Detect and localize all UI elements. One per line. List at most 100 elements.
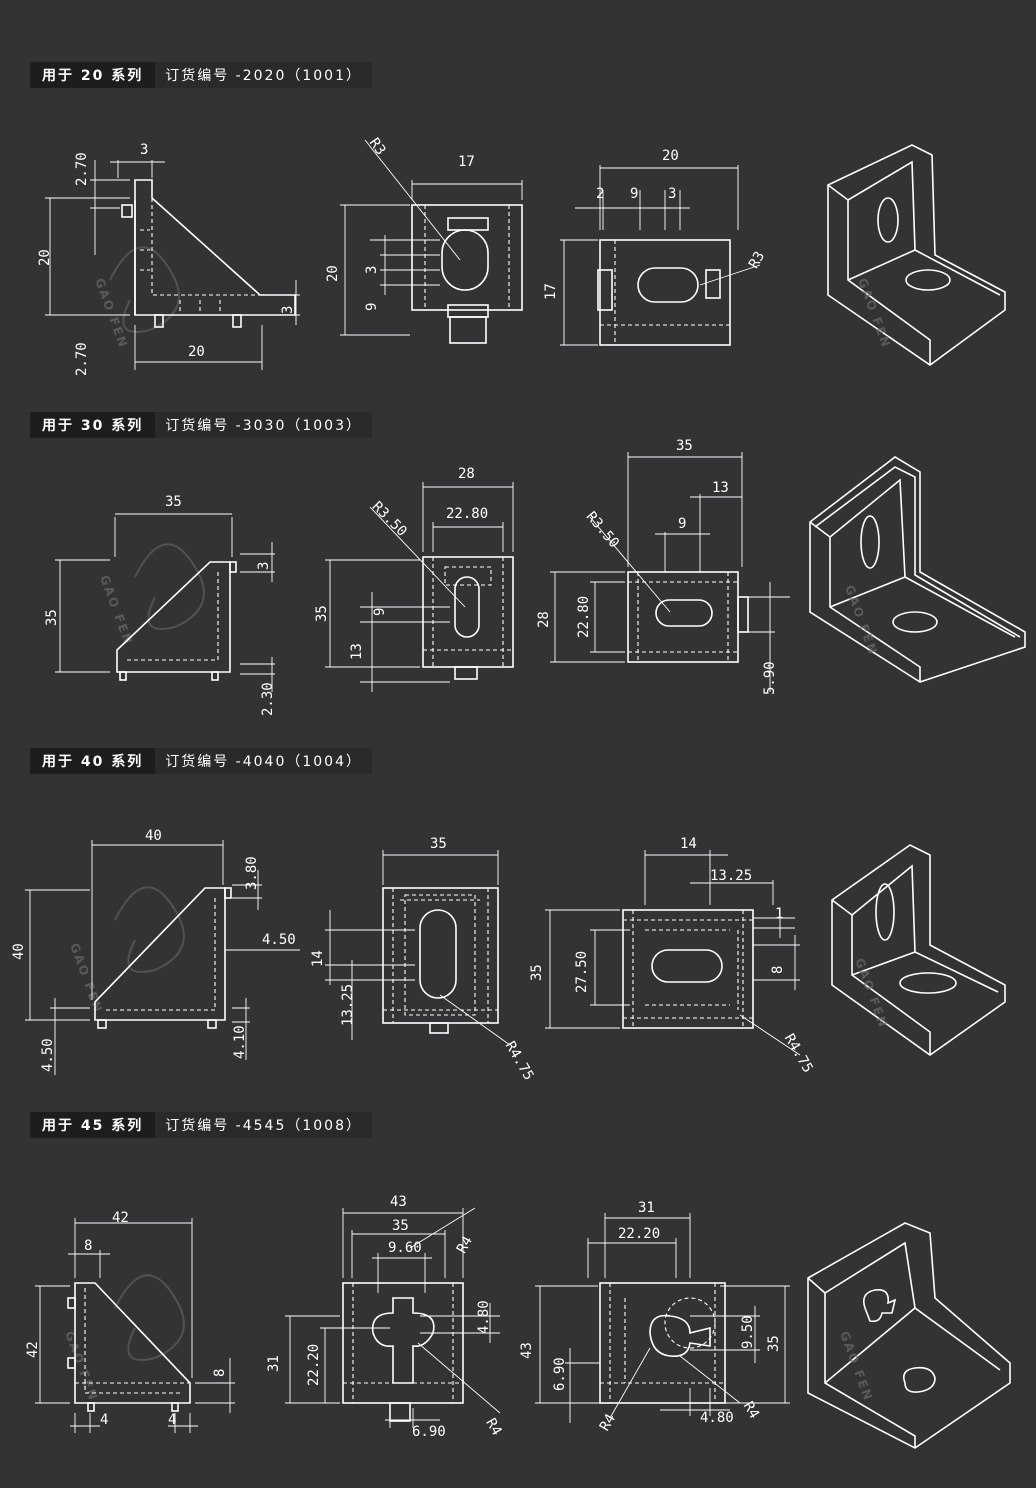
dim-top-a: 2 xyxy=(596,186,604,202)
svg-text:GAO FEN: GAO FEN xyxy=(855,276,893,350)
dim-top-c: 5.90 xyxy=(762,661,778,695)
dim-top-a: 13 xyxy=(712,480,729,496)
dim-front-inner: 22.80 xyxy=(446,506,488,522)
dim-front-r2: R4 xyxy=(482,1416,504,1439)
dim-front-r1: R4 xyxy=(454,1234,476,1257)
dim-side-d: 4 xyxy=(168,1412,176,1428)
isometric-view: GAO FEN xyxy=(809,456,1026,683)
dim-front-h: 31 xyxy=(266,1355,282,1372)
dim-top-inner: 22.80 xyxy=(576,596,592,638)
order-number: 订货编号 -2020（1001） xyxy=(155,62,372,88)
dim-front-b: 13.25 xyxy=(340,984,356,1026)
dim-side-a: 8 xyxy=(84,1238,92,1254)
front-view: 28 22.80 35 R3.50 9 13 xyxy=(314,466,514,692)
dim-top-r2: R4 xyxy=(740,1399,762,1422)
dim-front-c: 22.20 xyxy=(306,1344,322,1386)
dim-top-a: 14 xyxy=(680,836,697,852)
dim-front-inner: 35 xyxy=(392,1218,409,1234)
dim-front-b: 13 xyxy=(349,643,365,660)
dim-front-h: 35 xyxy=(314,605,330,622)
watermark-logo: GAO FEN xyxy=(97,543,205,648)
dim-side-h: 42 xyxy=(25,1341,41,1358)
dim-side-b: 2.30 xyxy=(260,682,276,716)
dim-front-w: 17 xyxy=(458,154,475,170)
dim-side-c: 4 xyxy=(100,1412,108,1428)
dim-top-r: R4.75 xyxy=(781,1031,816,1076)
dim-front-a: 9 xyxy=(372,608,388,616)
watermark-logo: GAO FEN xyxy=(62,1274,185,1404)
dim-front-w: 28 xyxy=(458,466,475,482)
dim-side-a: 3 xyxy=(256,562,272,570)
dim-side-b: 8 xyxy=(212,1369,228,1377)
dim-side-c: 4.50 xyxy=(40,1038,56,1072)
dim-top-h: 43 xyxy=(519,1342,535,1359)
top-view: 14 13.25 1 35 27.50 8 R4.75 xyxy=(529,836,816,1076)
dim-front-r: R3 xyxy=(366,135,389,158)
dim-top-h: 35 xyxy=(529,964,545,981)
svg-text:GAO FEN: GAO FEN xyxy=(97,573,135,647)
top-view: 35 13 9 28 22.80 R3.50 5.90 xyxy=(536,438,790,695)
section-header: 用于 45 系列 订货编号 -4545（1008） xyxy=(30,1112,372,1138)
dim-top-d: 8 xyxy=(770,966,786,974)
dim-front-b: 9 xyxy=(364,303,380,311)
dim-front-d: 6.90 xyxy=(412,1424,446,1440)
top-view: 20 17 2 9 3 R3 xyxy=(543,148,768,346)
svg-text:GAO FEN: GAO FEN xyxy=(837,1329,875,1403)
dim-side-w: 42 xyxy=(112,1210,129,1226)
dim-front-a: 14 xyxy=(310,950,326,967)
front-view: 43 35 9.60 R4 4.80 31 22.20 6.90 R4 xyxy=(266,1194,505,1440)
dim-side-r: 3 xyxy=(280,306,296,314)
dim-top-a: 9.50 xyxy=(740,1315,756,1349)
dim-side-h: 35 xyxy=(44,609,60,626)
dim-top-b: 13.25 xyxy=(710,868,752,884)
dim-side-w: 35 xyxy=(165,494,182,510)
side-view: 3 20 20 2.70 2.70 3 xyxy=(37,142,300,376)
front-view: 17 20 R3 3 9 xyxy=(325,135,523,344)
isometric-view: GAO FEN xyxy=(831,844,1006,1056)
dim-top-c: 3 xyxy=(668,186,676,202)
dim-front-a: 9.60 xyxy=(388,1240,422,1256)
dim-top-w: 20 xyxy=(662,148,679,164)
dim-top-h: 17 xyxy=(543,283,559,300)
section-header: 用于 40 系列 订货编号 -4040（1004） xyxy=(30,748,372,774)
dim-top-r: R3.50 xyxy=(583,509,622,552)
drawing-2020: GAO FEN 3 20 20 2.70 2.70 3 17 20 R3 3 9 xyxy=(37,135,1006,376)
dim-front-r: R4.75 xyxy=(502,1039,537,1084)
dim-side-a: 3.80 xyxy=(244,856,260,890)
series-label: 用于 30 系列 xyxy=(30,412,156,438)
dim-side-h: 40 xyxy=(11,943,27,960)
isometric-view: GAO FEN xyxy=(827,144,1006,366)
watermark-logo: GAO FEN xyxy=(67,886,185,1016)
dim-front-w: 43 xyxy=(390,1194,407,1210)
dim-front-b: 4.80 xyxy=(476,1300,492,1334)
order-number: 订货编号 -3030（1003） xyxy=(155,412,372,438)
dim-side-w: 20 xyxy=(188,344,205,360)
drawing-3030: GAO FEN 35 35 3 2.30 28 22.80 35 R3.50 9… xyxy=(44,438,1026,716)
dim-side-t1: 2.70 xyxy=(74,152,90,186)
dim-front-r: R3.50 xyxy=(369,499,410,540)
drawing-4545: GAO FEN 42 8 42 8 4 4 43 35 9.60 R4 4.80… xyxy=(25,1194,1011,1449)
side-view: 40 40 3.80 4.50 4.50 4.10 xyxy=(11,828,300,1075)
isometric-view: GAO FEN xyxy=(807,1222,1011,1449)
dim-side-w: 40 xyxy=(145,828,162,844)
dim-top-r1: R4 xyxy=(597,1411,619,1434)
side-view: 42 8 42 8 4 4 xyxy=(25,1210,235,1433)
dim-top-h: 28 xyxy=(536,611,552,628)
dim-top-r: R3 xyxy=(746,249,768,272)
dim-front-w: 35 xyxy=(430,836,447,852)
side-view: 35 35 3 2.30 xyxy=(44,494,276,716)
top-view: 31 22.20 43 9.50 35 6.90 4.80 R4 R4 xyxy=(519,1200,790,1434)
dim-side-d: 4.10 xyxy=(232,1025,248,1059)
dim-top-inner: 22.20 xyxy=(618,1226,660,1242)
dim-side-h: 20 xyxy=(37,249,53,266)
series-label: 用于 40 系列 xyxy=(30,748,156,774)
series-label: 用于 20 系列 xyxy=(30,62,156,88)
dim-front-h: 20 xyxy=(325,265,341,282)
order-number: 订货编号 -4545（1008） xyxy=(155,1112,372,1138)
dim-top-w: 35 xyxy=(676,438,693,454)
order-number: 订货编号 -4040（1004） xyxy=(155,748,372,774)
dim-side-b: 4.50 xyxy=(262,932,296,948)
section-header: 用于 30 系列 订货编号 -3030（1003） xyxy=(30,412,372,438)
dim-top-b: 9 xyxy=(630,186,638,202)
dim-top-b: 35 xyxy=(766,1335,782,1352)
